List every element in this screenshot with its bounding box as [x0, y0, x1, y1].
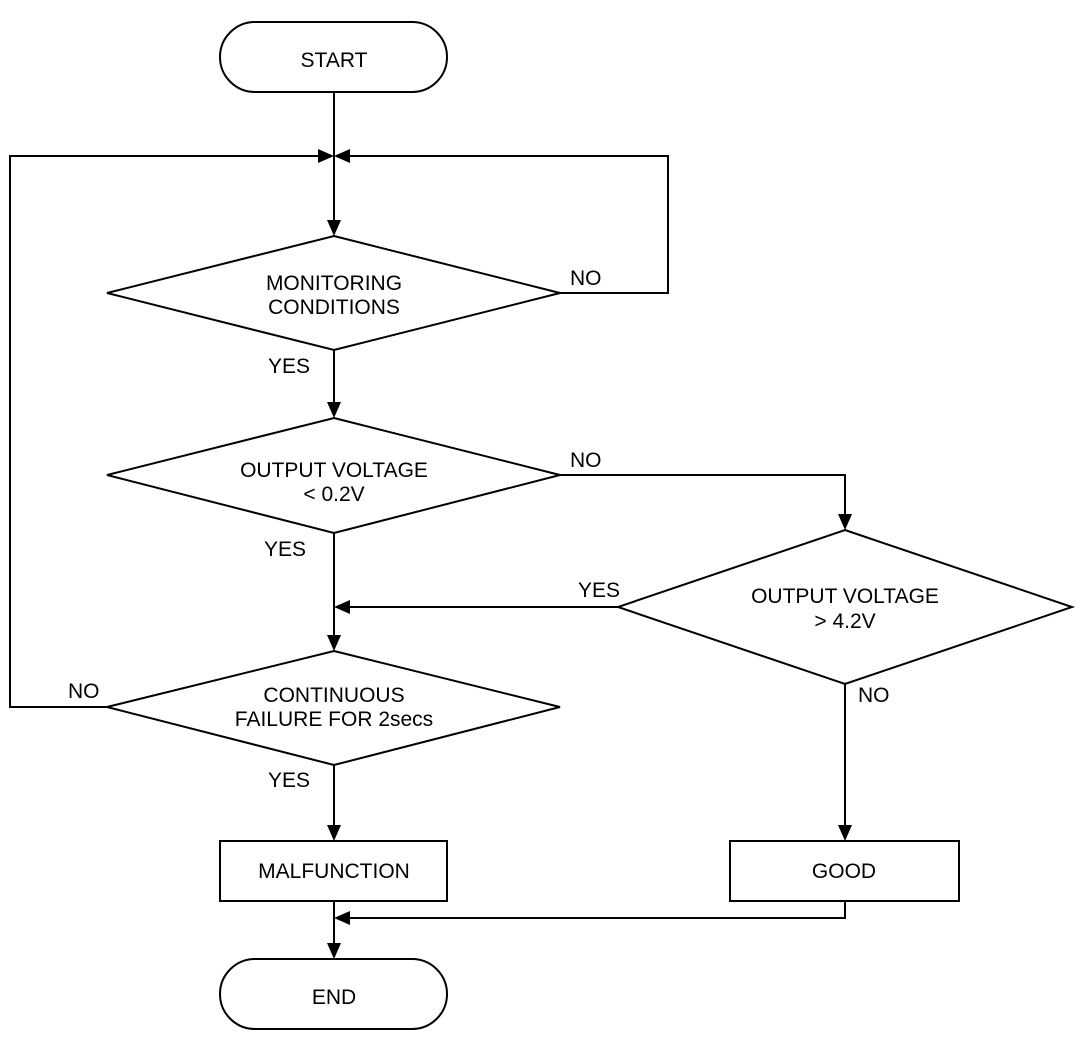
end-label: END — [312, 986, 356, 1009]
voltage-high-yes-label: YES — [578, 579, 620, 602]
arrowhead-into-malfunction — [327, 825, 341, 841]
arrowhead-good-to-end — [334, 911, 350, 925]
connector-good-to-end — [347, 901, 846, 919]
voltage-high-no-label: NO — [858, 684, 890, 707]
branch-labels: NO YES NO YES YES NO NO YES — [68, 267, 890, 792]
connectors — [9, 92, 846, 944]
voltage-low-yes-label: YES — [264, 538, 306, 561]
connector-voltage-low-no — [560, 474, 846, 516]
arrowhead-into-end — [327, 943, 341, 959]
start-label: START — [301, 49, 368, 72]
decision-monitoring-conditions: MONITORING CONDITIONS — [106, 234, 561, 352]
connector-continuous-no-loop — [9, 155, 322, 708]
end-terminal: END — [219, 958, 448, 1030]
voltage-low-label-line1: OUTPUT VOLTAGE — [240, 459, 428, 482]
good-label: GOOD — [812, 860, 876, 883]
arrowheads — [318, 149, 852, 959]
continuous-yes-label: YES — [268, 769, 310, 792]
monitoring-yes-label: YES — [268, 355, 310, 378]
continuous-label-line1: CONTINUOUS — [263, 684, 404, 707]
malfunction-label: MALFUNCTION — [258, 860, 410, 883]
connector-monitoring-no-loop — [346, 155, 669, 294]
monitoring-label-line2: CONDITIONS — [268, 296, 400, 319]
monitoring-no-label: NO — [570, 267, 602, 290]
continuous-no-label: NO — [68, 680, 100, 703]
start-terminal: START — [219, 21, 448, 93]
decision-output-voltage-low: OUTPUT VOLTAGE < 0.2V — [106, 416, 561, 535]
voltage-low-label-line2: < 0.2V — [303, 483, 364, 506]
arrowhead-into-good — [838, 825, 852, 841]
process-good: GOOD — [729, 840, 960, 902]
monitoring-label-line1: MONITORING — [266, 272, 402, 295]
voltage-high-label-line2: > 4.2V — [814, 610, 875, 633]
arrowhead-loop-left — [318, 149, 334, 163]
arrowhead-into-voltage-high — [838, 514, 852, 530]
arrowhead-into-voltage-low — [327, 402, 341, 418]
continuous-label-line2: FAILURE FOR 2secs — [235, 708, 433, 731]
process-malfunction: MALFUNCTION — [219, 840, 448, 902]
decision-continuous-failure: CONTINUOUS FAILURE FOR 2secs — [106, 649, 561, 767]
arrowhead-loop-right — [334, 149, 350, 163]
arrowhead-voltage-high-yes — [334, 600, 350, 614]
decision-output-voltage-high: OUTPUT VOLTAGE > 4.2V — [614, 528, 1076, 686]
arrowhead-into-monitoring — [327, 220, 341, 236]
voltage-low-no-label: NO — [570, 449, 602, 472]
voltage-high-label-line1: OUTPUT VOLTAGE — [751, 585, 939, 608]
arrowhead-into-continuous — [327, 635, 341, 651]
